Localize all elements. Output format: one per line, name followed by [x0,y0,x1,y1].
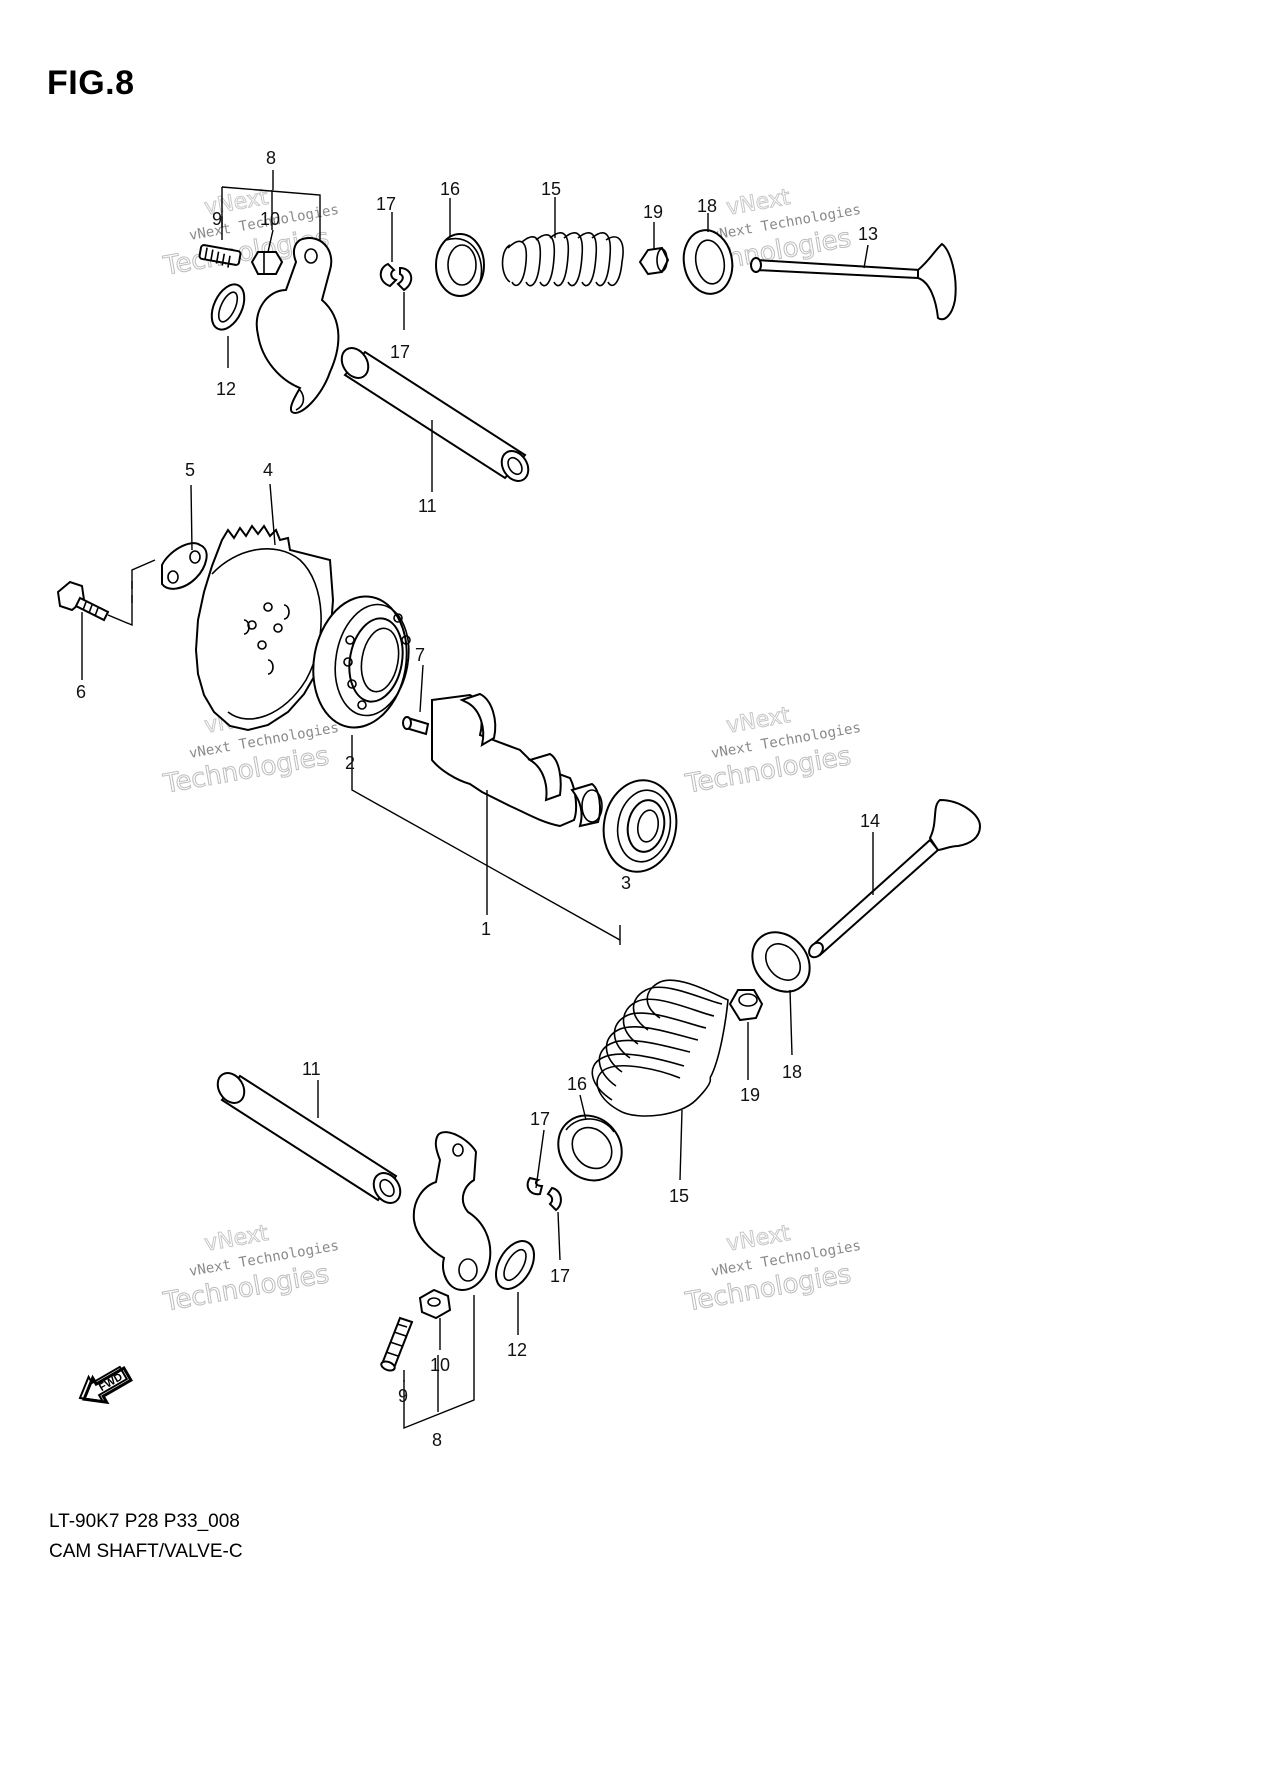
spring-retainer-bottom [557,1114,623,1182]
stem-seal-top [638,246,670,276]
valve-spring-bottom [591,979,729,1117]
callout-16-bottom: 16 [567,1074,587,1094]
callout-19-bottom: 19 [740,1085,760,1105]
callout-12-top: 12 [216,379,236,399]
callout-5: 5 [185,460,195,480]
camshaft [431,692,603,828]
camshaft-pin [402,716,430,736]
callout-15-top: 15 [541,179,561,199]
callout-11-bottom: 11 [302,1059,321,1079]
callout-3: 3 [621,873,631,893]
valve-spring-top [501,232,624,287]
callout-4: 4 [263,460,273,480]
callout-8-bottom: 8 [432,1430,442,1450]
rocker-shaft-top [340,347,530,482]
callout-17-top-a: 17 [376,194,396,214]
camshaft-bearing-left [312,595,411,729]
assembly-line-bolt [107,559,156,627]
bracket-camshaft-group [351,735,621,945]
callout-8-top: 8 [266,148,276,168]
exhaust-valve-bottom [808,798,982,959]
spring-retainer-top [435,233,485,297]
valve-cotters-bottom [526,1176,562,1212]
adjusting-screw-bottom [380,1316,414,1372]
intake-valve-top [750,242,957,321]
callout-11-top: 11 [418,496,437,516]
watermark-mid-right: vNext vNext Technologies Technologies [682,702,862,800]
fwd-arrow-icon: FWD [78,1365,133,1405]
callout-17-bottom-b: 17 [550,1266,570,1286]
camshaft-bearing-right [602,779,678,873]
callout-7: 7 [415,645,425,665]
callout-14: 14 [860,811,880,831]
cam-sprocket [194,524,335,732]
callout-10-top: 10 [260,209,280,229]
callout-1: 1 [481,919,491,939]
callout-13: 13 [858,224,878,244]
valve-cotters-top [379,262,413,292]
watermark-bottom-left: vNext vNext Technologies Technologies [160,1220,340,1318]
rocker-arm-bottom [412,1131,492,1292]
callout-12-bottom: 12 [507,1340,527,1360]
rocker-arm-top [255,237,340,414]
adjusting-screw-top [198,244,242,268]
spring-seat-bottom [751,931,811,993]
callout-10-bottom: 10 [430,1355,450,1375]
rocker-shaft-bottom [216,1072,402,1204]
bracket-8-bottom [403,1295,475,1430]
lock-plate [161,542,208,590]
stem-seal-bottom [728,989,764,1022]
callout-6: 6 [76,682,86,702]
diagram-name: CAM SHAFT/VALVE-C [49,1541,243,1562]
callout-15-bottom: 15 [669,1186,689,1206]
callout-2: 2 [345,753,355,773]
leader-lines [81,170,874,1382]
callout-9-bottom: 9 [398,1386,408,1406]
callout-18-bottom: 18 [782,1062,802,1082]
spring-seat-top [682,229,734,295]
washer-top [210,283,246,331]
locknut-bottom [418,1288,452,1320]
callout-16-top: 16 [440,179,460,199]
watermark-bottom-right: vNext vNext Technologies Technologies [682,1220,862,1318]
callout-labels: 8 9 10 12 17 17 16 15 19 18 13 11 5 4 6 … [76,148,880,1450]
callout-18-top: 18 [697,196,717,216]
diagram-code: LT-90K7 P28 P33_008 [49,1511,240,1532]
locknut-top [250,251,284,275]
callout-19-top: 19 [643,202,663,222]
sprocket-bolt [56,580,110,622]
callout-9-top: 9 [212,209,222,229]
washer-bottom [495,1240,535,1290]
figure-title: FIG.8 [47,64,135,102]
callout-17-bottom-a: 17 [530,1109,550,1129]
callout-17-top-b: 17 [390,342,410,362]
